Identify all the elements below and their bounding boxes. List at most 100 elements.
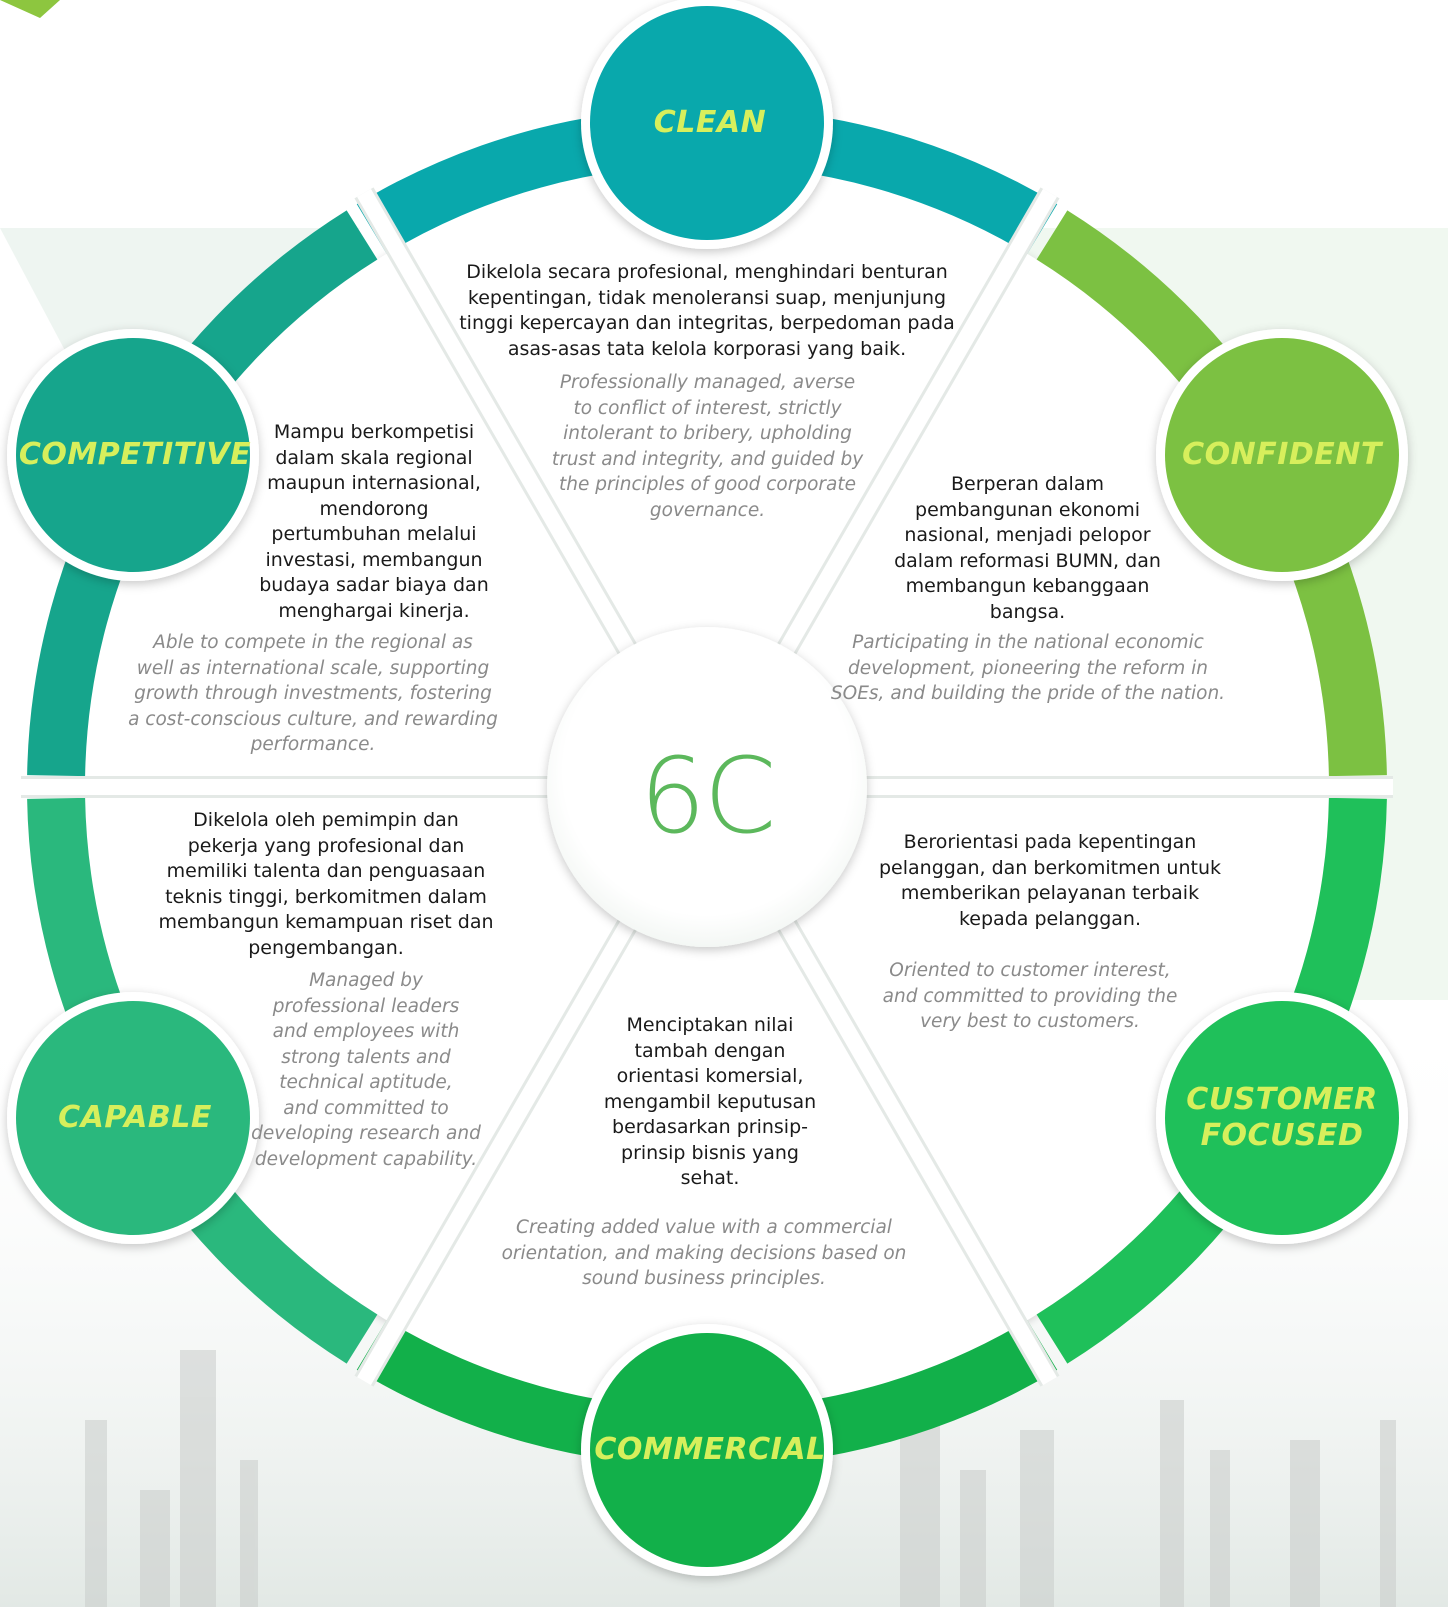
text-line: pengembangan. bbox=[248, 936, 404, 959]
text-line: governance. bbox=[649, 499, 766, 521]
text-line: Creating added value with a commercial bbox=[516, 1217, 892, 1238]
text-line: mengambil keputusan bbox=[603, 1090, 817, 1113]
text-line: Dikelola oleh pemimpin dan bbox=[193, 809, 459, 831]
text-line: and employees with bbox=[272, 1021, 460, 1042]
text-line: and committed to providing the bbox=[882, 985, 1178, 1007]
text-line: teknis tinggi, berkomitmen dalam bbox=[165, 885, 487, 908]
text-line: intolerant to bribery, upholding bbox=[563, 423, 852, 444]
text-line: Berperan dalam bbox=[951, 473, 1104, 495]
text-line: maupun internasional, bbox=[267, 472, 481, 494]
center-label: 6C bbox=[639, 735, 777, 857]
bubble-clean bbox=[590, 6, 824, 240]
spoke-divider bbox=[760, 886, 1057, 1386]
text-line: berdasarkan prinsip- bbox=[612, 1116, 808, 1138]
text-line: kepada pelanggan. bbox=[958, 907, 1142, 930]
customer-focused-description-id: Berorientasi pada kepentingan pelanggan,… bbox=[870, 830, 1230, 932]
ring-segment-clean bbox=[356, 107, 1058, 254]
clean-bubble-label: CLEAN bbox=[653, 105, 767, 140]
text-line: Menciptakan nilai bbox=[626, 1014, 794, 1036]
text-line: dalam reformasi BUMN, dan bbox=[894, 549, 1161, 572]
text-line: a cost-conscious culture, and rewarding bbox=[128, 708, 498, 730]
text-line: strong talents and bbox=[281, 1046, 451, 1068]
confident-bubble-label: CONFIDENT bbox=[1182, 437, 1382, 472]
text-line: investasi, membangun bbox=[265, 548, 483, 571]
text-line: Managed by bbox=[309, 970, 423, 991]
text-line: pekerja yang profesional dan bbox=[187, 834, 465, 857]
text-line: tambah dengan bbox=[634, 1039, 786, 1062]
text-line: trust and integrity, and guided by bbox=[551, 448, 864, 470]
competitive-description-en: Able to compete in the regional as well … bbox=[128, 630, 498, 758]
text-line: very best to customers. bbox=[920, 1011, 1140, 1032]
customer-focused-label-line: FOCUSED bbox=[1200, 1118, 1364, 1153]
customer-focused-label-line: CUSTOMER bbox=[1186, 1082, 1378, 1117]
text-line: membangun kemampuan riset dan bbox=[158, 911, 494, 933]
text-line: performance. bbox=[250, 734, 376, 755]
capable-bubble-label: CAPABLE bbox=[58, 1100, 212, 1135]
text-line: professional leaders bbox=[272, 995, 460, 1017]
text-line: pelanggan, dan berkomitmen untuk bbox=[879, 856, 1221, 879]
text-line: Berorientasi pada kepentingan bbox=[903, 831, 1197, 853]
competitive-bubble-label: COMPETITIVE bbox=[18, 437, 252, 472]
text-line: SOEs, and building the pride of the nati… bbox=[830, 683, 1226, 704]
spoke-divider bbox=[760, 188, 1057, 688]
text-line: bangsa. bbox=[989, 600, 1066, 623]
confident-description-en: Participating in the national economic d… bbox=[822, 630, 1234, 707]
text-line: Oriented to customer interest, bbox=[889, 960, 1171, 981]
center-circle bbox=[547, 627, 867, 947]
spoke-divider bbox=[357, 886, 654, 1386]
commercial-description-en: Creating added value with a commercial o… bbox=[498, 1215, 910, 1292]
text-line: and committed to bbox=[283, 1097, 449, 1119]
spoke-dividers bbox=[21, 187, 1393, 1387]
text-line: sehat. bbox=[680, 1167, 740, 1189]
clean-description-en: Professionally managed, averse to confli… bbox=[540, 370, 875, 523]
text-line: Able to compete in the regional as bbox=[153, 632, 473, 653]
center-disc bbox=[547, 627, 867, 947]
text-line: sound business principles. bbox=[582, 1268, 826, 1289]
text-line: asas-asas tata kelola korporasi yang bai… bbox=[507, 337, 907, 360]
text-line: development, pioneering the reform in bbox=[847, 657, 1209, 679]
bubble-customer-focused bbox=[1165, 1001, 1399, 1235]
text-line: pembangunan ekonomi bbox=[915, 498, 1140, 521]
text-line: pertumbuhan melalui bbox=[271, 523, 477, 545]
text-line: dalam skala regional bbox=[275, 446, 473, 469]
text-line: kepentingan, tidak menoleransi suap, men… bbox=[467, 286, 947, 309]
text-line: prinsip bisnis yang bbox=[621, 1141, 799, 1164]
text-line: growth through investments, fostering bbox=[134, 683, 492, 704]
text-line: membangun kebanggaan bbox=[905, 575, 1150, 597]
text-line: memiliki talenta dan penguasaan bbox=[166, 860, 486, 882]
text-line: menghargai kinerja. bbox=[278, 599, 470, 622]
text-line: budaya sadar biaya dan bbox=[259, 574, 489, 596]
text-line: mendorong bbox=[319, 497, 429, 520]
clean-description-id: Dikelola secara profesional, menghindari… bbox=[452, 260, 962, 362]
text-line: tinggi kepercayan dan integritas, berped… bbox=[459, 312, 955, 334]
capable-description-en: Managed by professional leaders and empl… bbox=[250, 968, 482, 1172]
text-line: developing research and bbox=[251, 1123, 481, 1144]
text-line: well as international scale, supporting bbox=[136, 657, 490, 679]
competitive-description-id: Mampu berkompetisi dalam skala regional … bbox=[258, 420, 490, 624]
value-bubbles bbox=[7, 0, 1408, 1576]
text-line: orientation, and making decisions based … bbox=[501, 1242, 907, 1264]
confident-description-id: Berperan dalam pembangunan ekonomi nasio… bbox=[885, 472, 1170, 625]
customer-focused-bubble-label: CUSTOMER FOCUSED bbox=[1166, 1082, 1398, 1154]
text-line: Dikelola secara profesional, menghindari… bbox=[466, 261, 948, 283]
bubble-confident bbox=[1165, 338, 1399, 572]
text-line: to conflict of interest, strictly bbox=[573, 397, 842, 419]
bubble-commercial bbox=[590, 1333, 824, 1567]
capable-description-id: Dikelola oleh pemimpin dan pekerja yang … bbox=[150, 808, 502, 961]
text-line: technical aptitude, bbox=[279, 1072, 453, 1093]
text-line: Participating in the national economic bbox=[852, 632, 1204, 653]
text-line: the principles of good corporate bbox=[558, 474, 856, 495]
text-line: Mampu berkompetisi bbox=[273, 421, 475, 443]
spoke-divider bbox=[357, 188, 654, 688]
bubble-competitive bbox=[16, 338, 250, 572]
text-line: development capability. bbox=[254, 1148, 478, 1170]
text-line: nasional, menjadi pelopor bbox=[904, 524, 1151, 546]
text-line: memberikan pelayanan terbaik bbox=[900, 882, 1200, 904]
customer-focused-description-en: Oriented to customer interest, and commi… bbox=[880, 958, 1180, 1035]
bubble-capable bbox=[16, 1001, 250, 1235]
ring-segment-commercial bbox=[356, 1320, 1058, 1467]
text-line: Professionally managed, averse bbox=[559, 372, 856, 393]
commercial-bubble-label: COMMERCIAL bbox=[594, 1432, 826, 1467]
